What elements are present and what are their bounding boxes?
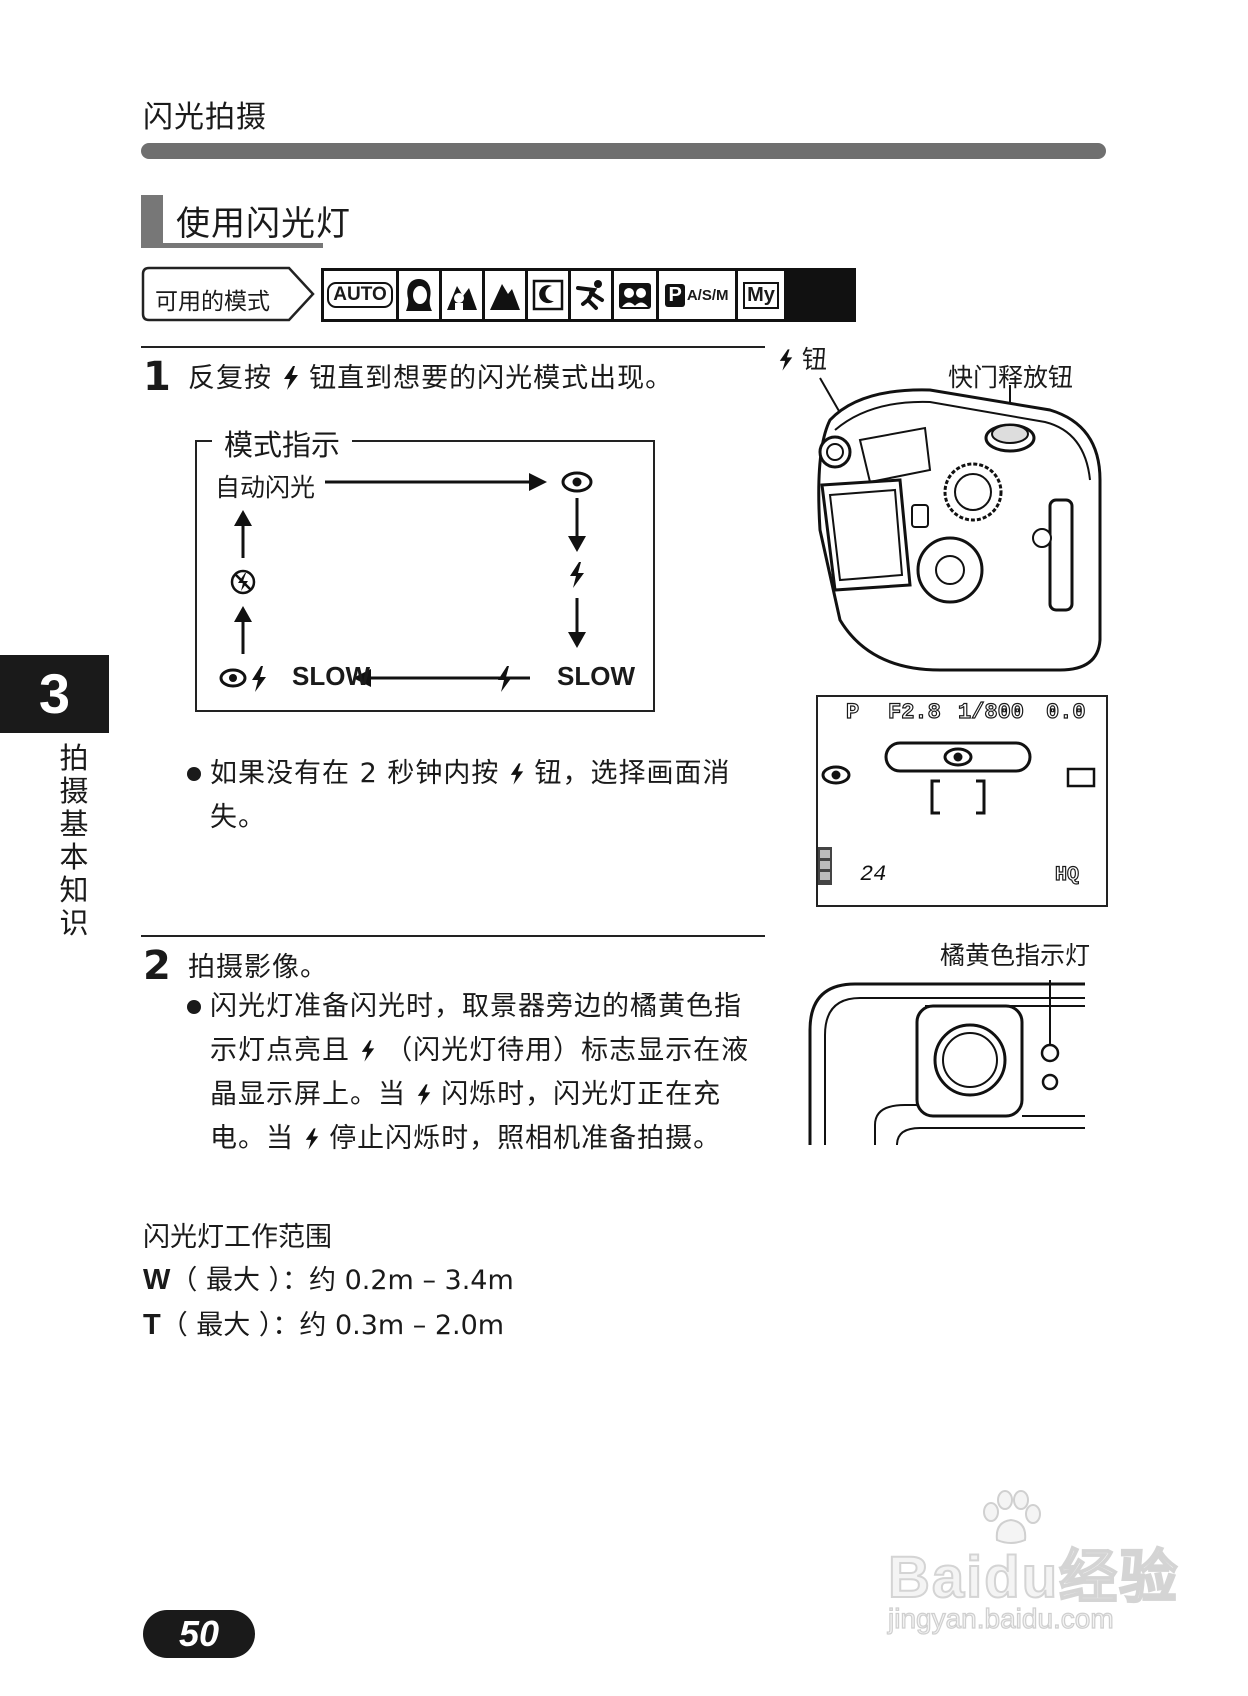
my-mode-icon-text: My [743,281,779,309]
bullet [187,1000,201,1014]
fill-flash-icon [570,562,584,588]
flash-button-label: 钮 [801,345,827,374]
p-asm-icon: P A/S/M [659,271,735,319]
step2-instruction: 拍摄影像。 [188,952,328,983]
flash-range-w-text: （ 最大 ）：约 0.2m – 3.4m [170,1265,514,1296]
header-rule [141,143,1106,159]
flash-button-callout: 钮 [778,340,827,376]
my-mode-icon: My [738,271,784,319]
step2-note-line2a: 示灯点亮且 [210,1035,350,1066]
lcd-shutter-speed: 1/800 [957,699,1025,725]
step1-number: 1 [143,354,171,400]
landscape-icon [485,271,525,319]
flash-icon [361,1040,374,1062]
battery-icon [818,847,832,885]
chapter-number: 3 [0,655,109,733]
chapter-char: 知 [59,873,89,907]
step1-note-a: 如果没有在 2 秒钟内按 [210,758,500,789]
slow-sync-flash-icon [498,666,512,692]
flash-icon [779,349,793,371]
flash-icon [417,1084,430,1106]
modes-label: 可用的模式 [155,289,270,315]
step1-instruction: 反复按 钮直到想要的闪光模式出现。 [188,356,673,395]
section-marker [141,195,163,245]
watermark-brand-b: du [983,1544,1060,1611]
auto-icon-text: AUTO [327,282,393,308]
red-eye-icon [561,471,593,493]
modes-label-tag [141,266,315,322]
red-eye-icon [943,747,973,767]
landscape-portrait-icon [442,271,482,319]
step2-number: 2 [143,943,171,989]
portrait-icon [399,271,439,319]
chapter-title: 拍 摄 基 本 知 识 [56,742,92,940]
step1-text-before: 反复按 [188,363,272,394]
red-eye-slow-icon [219,666,266,692]
page-header-title: 闪光拍摄 [143,100,267,135]
watermark-brand-a: Bai [887,1544,985,1611]
night-scene-icon [528,271,568,319]
mode-diagram-title: 模式指示 [212,422,353,464]
watermark-url: jingyan.baidu.com [887,1602,1114,1634]
step1-note-c: 失。 [210,802,266,833]
auto-flash-label: 自动闪光 [215,473,316,502]
lcd-shots-remaining: 24 [860,862,887,887]
red-eye-icon [821,765,851,785]
slow-right-label: SLOW [557,661,635,691]
chapter-char: 摄 [59,774,89,808]
chapter-char: 基 [59,807,89,841]
step2-rule [141,935,765,937]
section-title: 使用闪光灯 [176,204,351,244]
self-portrait-icon [614,271,656,319]
section-underline [141,243,323,248]
step1-text-after: 钮直到想要的闪光模式出现。 [309,363,674,394]
lcd-icons [818,741,1096,885]
flash-range-t-text: （ 最大 ）：约 0.3m – 2.0m [160,1310,505,1341]
step2-note-line1: 闪光灯准备闪光时，取景器旁边的橘黄色指 [210,991,742,1022]
camera-illustration [817,377,1102,672]
step2-note-line3a: 晶显示屏上。当 [210,1079,406,1110]
step1-note: 如果没有在 2 秒钟内按 钮，选择画面消 失。 [210,752,770,840]
orange-indicator-label: 橘黄色指示灯 [940,941,1091,970]
orange-indicator-lamp [1040,1043,1060,1063]
mode-diagram [195,440,655,712]
baidu-watermark: Baidu经验 [887,1530,1180,1614]
p-asm-icon-p: P [665,283,685,307]
flash-icon [283,366,298,390]
lcd-mode: P [845,699,860,725]
chapter-char: 拍 [59,741,89,775]
chapter-char: 本 [59,840,89,874]
lcd-panel [816,695,1108,907]
chapter-char: 识 [59,906,89,940]
paw-logo-icon [983,1490,1041,1544]
flash-range-title: 闪光灯工作范围 [143,1222,332,1253]
step2-note-line4b: 停止闪烁时，照相机准备拍摄。 [329,1123,722,1154]
viewfinder-illustration [808,980,1085,1146]
flash-icon [510,763,524,785]
flash-icon [305,1128,318,1150]
modes-strip: AUTO P A/S/M My [321,268,856,322]
step2-note-line2b: （闪光灯待用）标志显示在液 [385,1035,750,1066]
watermark-brand-c: 经验 [1058,1544,1180,1611]
bullet [187,767,201,781]
lcd-aperture: F2.8 [887,699,941,725]
lcd-quality: HQ [1054,863,1080,887]
step2-note-line3b: 闪烁时，闪光灯正在充 [441,1079,722,1110]
page-number: 50 [143,1610,255,1658]
auto-icon: AUTO [324,271,396,319]
flash-range-wide: W（ 最大 ）：约 0.2m – 3.4m [143,1258,514,1297]
step2-note: 闪光灯准备闪光时，取景器旁边的橘黄色指 示灯点亮且 （闪光灯待用）标志显示在液 … [210,985,770,1161]
flash-off-icon [230,569,256,595]
step1-rule [141,346,765,348]
sport-icon [571,271,611,319]
step2-note-line4a: 电。当 [210,1123,294,1154]
flash-range-w-key: W [143,1264,171,1296]
lcd-exposure: 0.0 [1045,699,1086,725]
slow-left-label: SLOW [292,661,370,691]
mode-diagram-arrows [219,471,593,692]
flash-range-t-key: T [143,1309,161,1341]
flash-range-tele: T（ 最大 ）：约 0.3m – 2.0m [143,1303,504,1342]
step1-note-b: 钮，选择画面消 [534,758,731,789]
p-asm-icon-text: A/S/M [686,286,729,304]
